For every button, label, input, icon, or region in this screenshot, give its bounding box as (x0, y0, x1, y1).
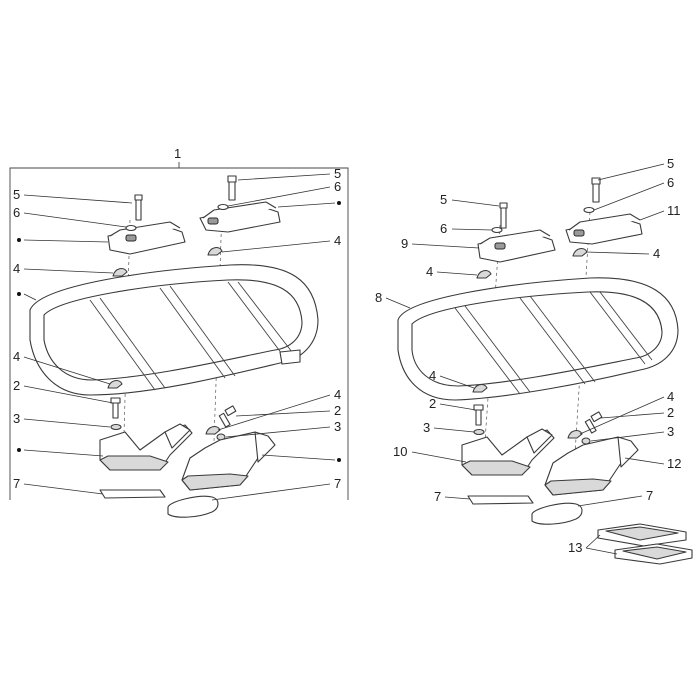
callout-7: 7 (334, 476, 341, 491)
screw-5-right (227, 175, 237, 201)
washer-6-left (125, 224, 137, 232)
callout-4: 4 (429, 368, 436, 383)
callout-5: 5 (440, 192, 447, 207)
lower-bracket-10 (461, 428, 555, 476)
right-assembly: 5 6 9 4 8 4 2 3 10 7 5 6 11 4 4 2 3 (375, 156, 693, 565)
callout-2: 2 (667, 405, 674, 420)
lower-bracket-right (181, 431, 276, 491)
callout-4: 4 (334, 387, 341, 402)
callout-4: 4 (667, 389, 674, 404)
callout-13: 13 (568, 540, 582, 555)
upper-clamp-9 (477, 229, 556, 263)
gasket-7-right (167, 495, 219, 518)
upper-clamp-11 (565, 213, 643, 245)
lower-bracket-left (99, 423, 193, 471)
left-assembly: 1 (9, 146, 349, 518)
washer-6-right (217, 203, 229, 211)
callout-6: 6 (667, 175, 674, 190)
callout-4: 4 (426, 264, 433, 279)
screw-5-left (134, 194, 143, 221)
callout-3: 3 (334, 419, 341, 434)
ref-dot (17, 292, 21, 296)
callout-10: 10 (393, 444, 407, 459)
lower-bracket-12 (544, 436, 639, 496)
rack-frame (29, 264, 319, 396)
bolt-2 (584, 411, 603, 434)
callout-4: 4 (13, 261, 20, 276)
upper-clamp-left (107, 221, 186, 255)
callout-3: 3 (13, 411, 20, 426)
callout-9: 9 (401, 236, 408, 251)
callout-4: 4 (653, 246, 660, 261)
clip-4 (207, 246, 223, 256)
group-bracket: 1 (9, 146, 349, 500)
ref-dot (337, 201, 341, 205)
callout-5: 5 (13, 187, 20, 202)
callout-4: 4 (13, 349, 20, 364)
clip-4 (572, 247, 588, 257)
callout-6: 6 (13, 205, 20, 220)
ref-dot (17, 448, 21, 452)
rack-frame-8 (397, 277, 679, 401)
callout-6: 6 (334, 179, 341, 194)
gasket-7-left (99, 489, 166, 499)
clip-4 (472, 383, 488, 393)
bolt-2-left (110, 397, 121, 419)
washer-6 (491, 226, 503, 234)
callout-7: 7 (434, 489, 441, 504)
callout-8: 8 (375, 290, 382, 305)
callout-6: 6 (440, 221, 447, 236)
bolt-2-right (218, 405, 237, 428)
callout-2: 2 (429, 396, 436, 411)
callout-5: 5 (667, 156, 674, 171)
callout-2: 2 (334, 403, 341, 418)
callout-3: 3 (423, 420, 430, 435)
callout-3: 3 (667, 424, 674, 439)
clip-4 (112, 267, 128, 277)
callout-2: 2 (13, 378, 20, 393)
clip-4 (205, 425, 221, 435)
ref-dot (17, 238, 21, 242)
washer-6 (583, 206, 595, 214)
callout-4: 4 (334, 233, 341, 248)
washer-3 (473, 428, 485, 436)
upper-clamp-right (199, 201, 281, 233)
plate-13-inner (605, 526, 679, 541)
callout-group-1: 1 (174, 146, 181, 161)
gasket-7 (467, 495, 534, 505)
clip-4 (567, 429, 583, 439)
gasket-7 (531, 502, 583, 525)
callout-7: 7 (13, 476, 20, 491)
ref-dot (337, 458, 341, 462)
screw-5 (591, 177, 601, 203)
washer-3-left (110, 423, 122, 431)
clip-4 (476, 269, 492, 279)
callout-5: 5 (334, 166, 341, 181)
plate-13-inner (622, 546, 687, 560)
callout-7: 7 (646, 488, 653, 503)
screw-5 (499, 202, 508, 229)
bolt-2 (473, 404, 484, 426)
clip-4 (107, 379, 123, 389)
callout-12: 12 (667, 456, 681, 471)
washer-3 (581, 437, 591, 445)
callout-11: 11 (667, 203, 681, 218)
